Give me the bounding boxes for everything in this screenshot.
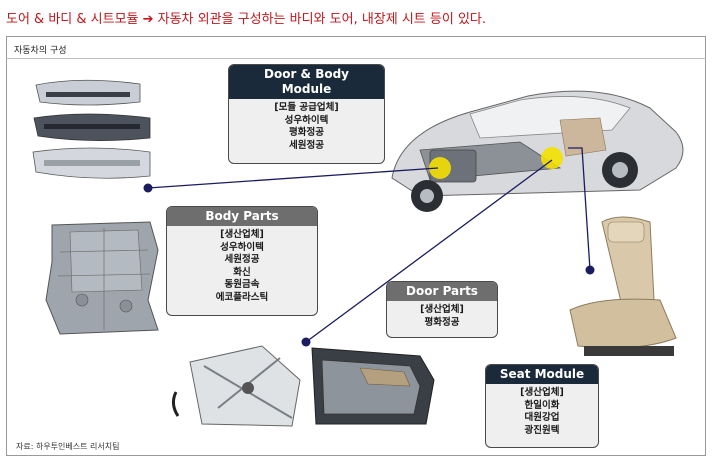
callout-door-body-module: Door & Body Module [모듈 공급업체] 성우하이텍 평화정공 … [228,64,385,164]
supplier-label: [생산업체] [220,229,264,240]
supplier-label: [생산업체] [520,387,564,398]
supplier-name: 에코플라스틱 [215,291,269,303]
supplier-name: 평화정공 [289,127,324,138]
callout-body: [생산업체] 한일이화 대원강업 광진원텍 [486,384,598,437]
source-note: 자료: 하우투인베스트 리서치팀 [16,442,120,451]
frame-title: 자동차의 구성 [14,46,67,56]
supplier-name: 세원정공 [289,139,324,151]
frame-title-divider [6,58,706,59]
callout-header: Body Parts [167,207,317,226]
supplier-name: 세원정공 [224,254,260,265]
supplier-name: 화신 [233,266,251,278]
callout-header: Door Parts [387,282,497,301]
supplier-name: 성우하이텍 [284,114,329,126]
callout-body: [생산업체] 성우하이텍 세원정공 화신 동원금속 에코플라스틱 [167,226,317,304]
callout-body: [모듈 공급업체] 성우하이텍 평화정공 세원정공 [229,99,384,152]
supplier-name: 동원금속 [224,279,260,290]
callout-title: Door & Body [264,67,349,81]
callout-header: Seat Module [486,365,598,384]
supplier-label: [생산업체] [420,304,464,315]
supplier-name: 대원강업 [524,412,560,423]
callout-body: [생산업체] 평화정공 [387,301,497,329]
figure-frame [6,36,706,456]
supplier-name: 평화정공 [424,316,460,328]
callout-seat-module: Seat Module [생산업체] 한일이화 대원강업 광진원텍 [485,364,599,448]
callout-header: Door & Body Module [229,65,384,99]
callout-body-parts: Body Parts [생산업체] 성우하이텍 세원정공 화신 동원금속 에코플… [166,206,318,316]
supplier-name: 광진원텍 [524,424,560,436]
supplier-name: 성우하이텍 [220,241,264,253]
supplier-label: [모듈 공급업체] [274,102,339,113]
callout-door-parts: Door Parts [생산업체] 평화정공 [386,281,498,338]
callout-title: Module [281,82,332,96]
supplier-name: 한일이화 [524,399,560,411]
headline: 도어 & 바디 & 시트모듈 ➔ 자동차 외관을 구성하는 바디와 도어, 내장… [6,12,487,27]
